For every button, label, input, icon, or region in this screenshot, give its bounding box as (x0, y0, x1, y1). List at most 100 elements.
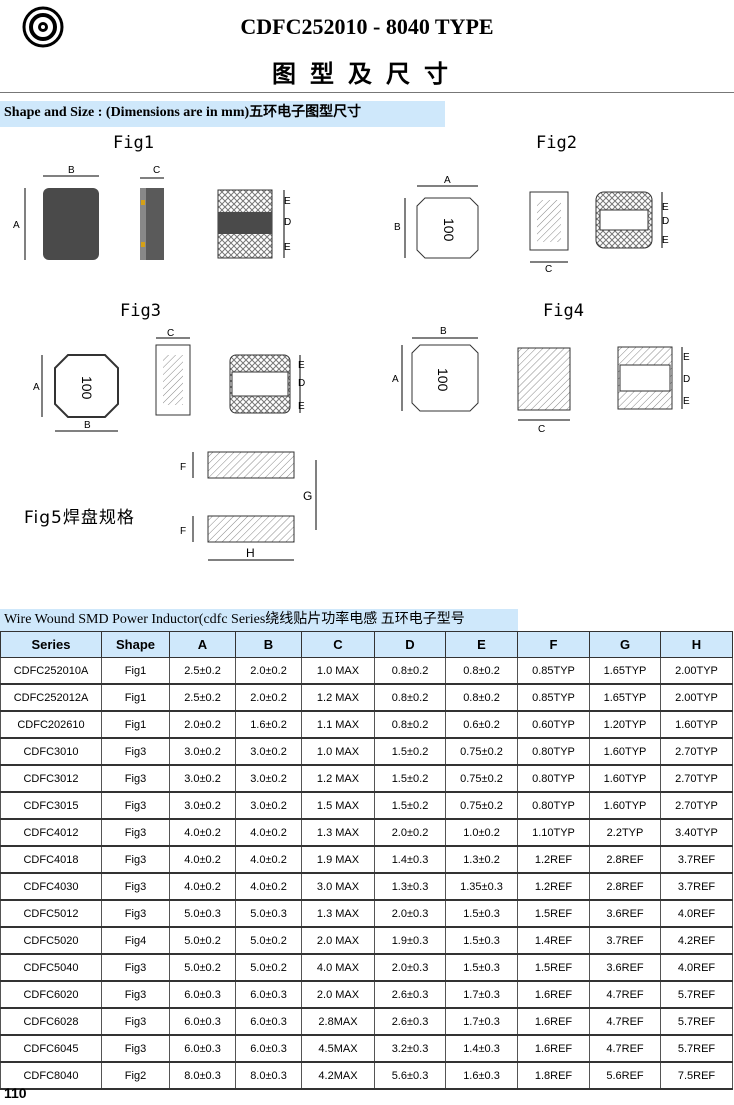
table-cell: 4.0±0.2 (235, 845, 302, 874)
table-cell: Fig3 (101, 764, 170, 793)
table-cell: 4.0 MAX (301, 953, 375, 982)
table-cell: 5.7REF (660, 1034, 733, 1063)
fig1-dim-c: C (153, 165, 160, 176)
table-cell: 0.85TYP (517, 683, 590, 712)
table-cell: 0.85TYP (517, 657, 590, 685)
col-g: G (589, 631, 661, 658)
fig5-dim-f1: F (180, 462, 186, 473)
table-cell: 1.2 MAX (301, 683, 375, 712)
table-cell: 1.4±0.3 (445, 1034, 518, 1063)
table-cell: 0.6±0.2 (445, 710, 518, 739)
company-logo (22, 6, 64, 48)
table-cell: 1.5 MAX (301, 791, 375, 820)
table-cell: 3.0±0.2 (169, 737, 236, 766)
table-cell: 2.5±0.2 (169, 683, 236, 712)
table-cell: 2.2TYP (589, 818, 661, 847)
table-cell: 1.3 MAX (301, 899, 375, 928)
table-cell: 5.6REF (589, 1061, 661, 1090)
table-cell: 4.7REF (589, 1007, 661, 1036)
fig4-dim-a: A (392, 374, 399, 385)
table-cell: 0.80TYP (517, 764, 590, 793)
table-cell: 0.8±0.2 (374, 710, 446, 739)
table-cell: 6.0±0.3 (169, 980, 236, 1009)
table-cell: 1.6REF (517, 980, 590, 1009)
fig3-dim-c: C (167, 328, 174, 339)
table-cell: 0.80TYP (517, 791, 590, 820)
table-cell: Fig2 (101, 1061, 170, 1090)
table-cell: 6.0±0.3 (235, 980, 302, 1009)
table-cell: Fig3 (101, 1034, 170, 1063)
table-cell: Fig1 (101, 657, 170, 685)
table-cell: 1.2 MAX (301, 764, 375, 793)
fig2-dim-b: B (394, 222, 401, 233)
table-cell: 1.4±0.3 (374, 845, 446, 874)
table-cell: CDFC3015 (0, 791, 102, 820)
table-cell: CDFC6020 (0, 980, 102, 1009)
table-cell: 1.0 MAX (301, 657, 375, 685)
page-subtitle: 图型及尺寸 (272, 59, 462, 88)
fig4-dim-c: C (538, 424, 545, 435)
table-cell: 6.0±0.3 (169, 1034, 236, 1063)
table-cell: 5.0±0.2 (169, 953, 236, 982)
table-cell: CDFC6045 (0, 1034, 102, 1063)
table-cell: 1.7±0.3 (445, 980, 518, 1009)
fig2-drawing: 100 A B C E D E (394, 175, 669, 275)
table-cell: 0.8±0.2 (374, 683, 446, 712)
table-cell: 0.60TYP (517, 710, 590, 739)
table-cell: 2.0±0.2 (235, 683, 302, 712)
table-cell: 4.5MAX (301, 1034, 375, 1063)
fig5-label: Fig5焊盘规格 (24, 508, 135, 528)
fig1-label: Fig1 (113, 133, 154, 153)
table-cell: 1.0±0.2 (445, 818, 518, 847)
table-cell: 3.0±0.2 (235, 764, 302, 793)
fig4-dim-e1: E (683, 352, 690, 363)
table-cell: CDFC3012 (0, 764, 102, 793)
dimension-drawings: B A C E D E 100 A B C (13, 165, 690, 561)
table-cell: 5.7REF (660, 980, 733, 1009)
fig2-marking: 100 (441, 218, 457, 242)
table-cell: 3.2±0.3 (374, 1034, 446, 1063)
table-cell: 5.0±0.2 (235, 953, 302, 982)
fig1-drawing: B A C E D E (13, 165, 291, 260)
table-cell: 0.75±0.2 (445, 764, 518, 793)
table-cell: 1.5±0.3 (445, 899, 518, 928)
col-e: E (445, 631, 518, 658)
table-cell: 1.5REF (517, 953, 590, 982)
table-cell: CDFC3010 (0, 737, 102, 766)
table-cell: 1.65TYP (589, 657, 661, 685)
table-cell: 1.3±0.3 (374, 872, 446, 901)
table-cell: 3.7REF (660, 845, 733, 874)
fig1-dim-d: D (284, 217, 291, 228)
table-cell: 5.0±0.3 (169, 899, 236, 928)
table-cell: CDFC4012 (0, 818, 102, 847)
table-cell: 1.5±0.3 (445, 953, 518, 982)
table-cell: 3.6REF (589, 953, 661, 982)
table-cell: 3.0 MAX (301, 872, 375, 901)
table-cell: 2.0±0.3 (374, 899, 446, 928)
table-cell: CDFC8040 (0, 1061, 102, 1090)
fig2-label: Fig2 (536, 133, 577, 153)
fig2-dim-d: D (662, 216, 669, 227)
fig4-dim-d: D (683, 374, 690, 385)
col-a: A (169, 631, 236, 658)
table-cell: 2.8REF (589, 845, 661, 874)
table-cell: 3.7REF (660, 872, 733, 901)
table-cell: 1.6±0.3 (445, 1061, 518, 1090)
table-cell: Fig3 (101, 737, 170, 766)
table-cell: 2.6±0.3 (374, 980, 446, 1009)
table-cell: 1.6REF (517, 1034, 590, 1063)
fig1-dim-b: B (68, 165, 75, 176)
table-cell: 5.0±0.2 (235, 926, 302, 955)
table-cell: 0.8±0.2 (445, 657, 518, 685)
table-cell: 1.5±0.3 (445, 926, 518, 955)
table-cell: Fig3 (101, 791, 170, 820)
fig2-dim-e2: E (662, 235, 669, 246)
col-f: F (517, 631, 590, 658)
table-cell: CDFC4030 (0, 872, 102, 901)
table-cell: 1.2REF (517, 845, 590, 874)
table-cell: 6.0±0.3 (235, 1007, 302, 1036)
